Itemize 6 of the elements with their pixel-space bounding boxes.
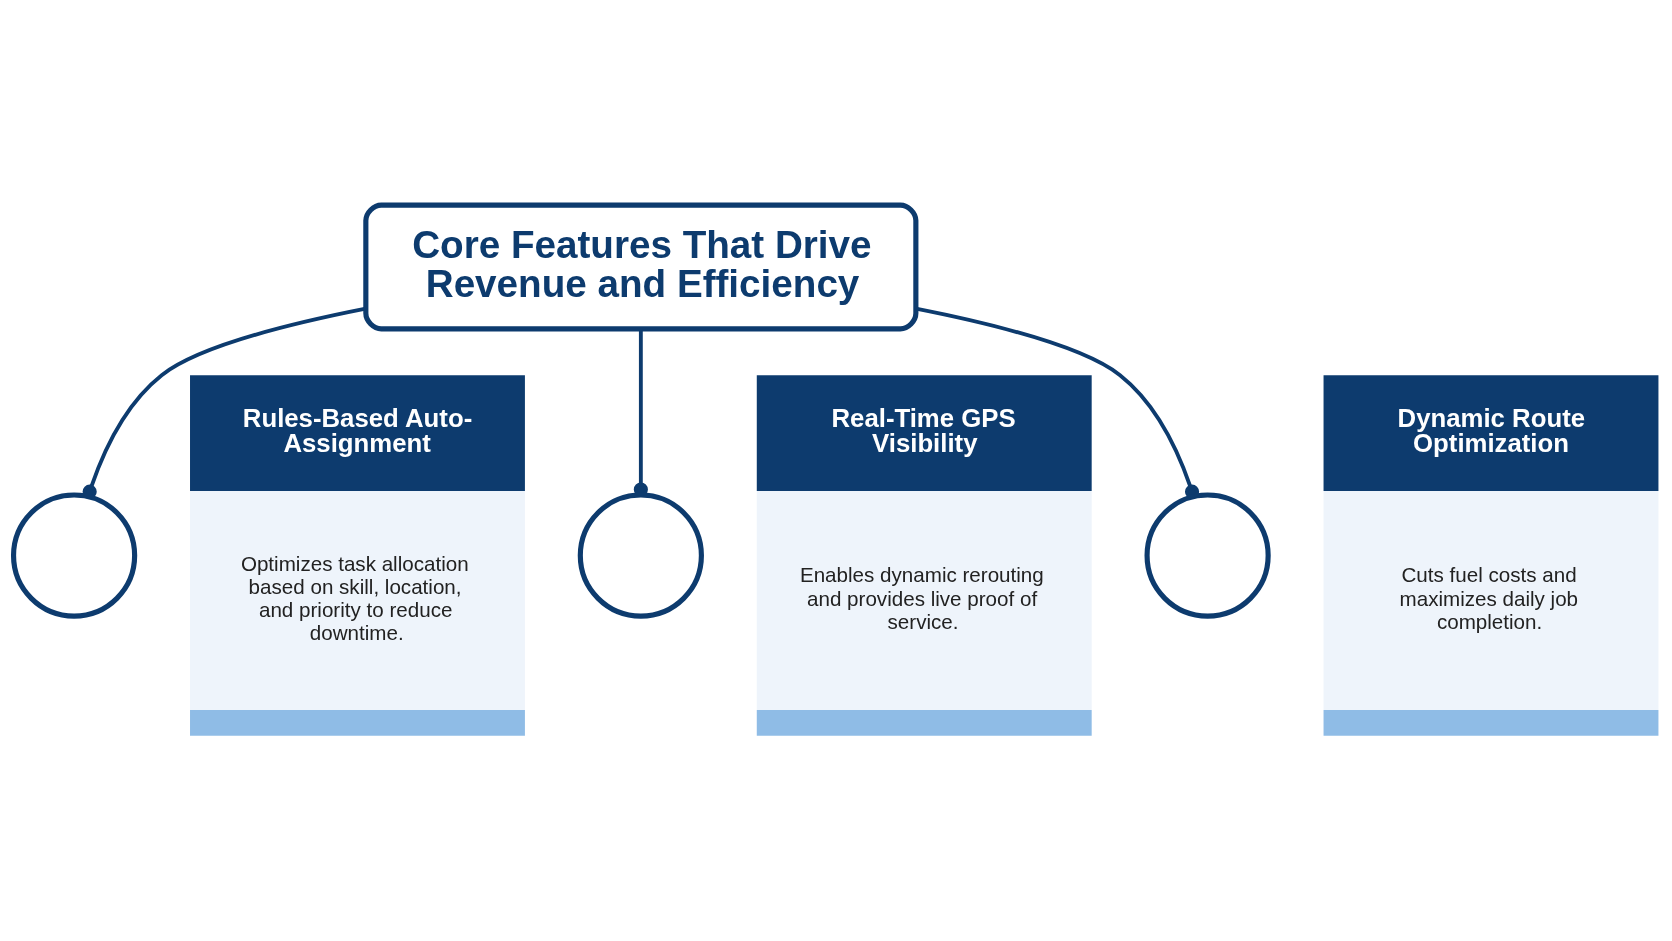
- node-circle: [1144, 492, 1271, 619]
- node-box: Core Features That Drive Revenue and Efficiency: [363, 202, 919, 332]
- connector: [82, 306, 367, 499]
- connector: [915, 306, 1200, 499]
- node-circle: [10, 492, 138, 619]
- node-circle: [577, 492, 704, 619]
